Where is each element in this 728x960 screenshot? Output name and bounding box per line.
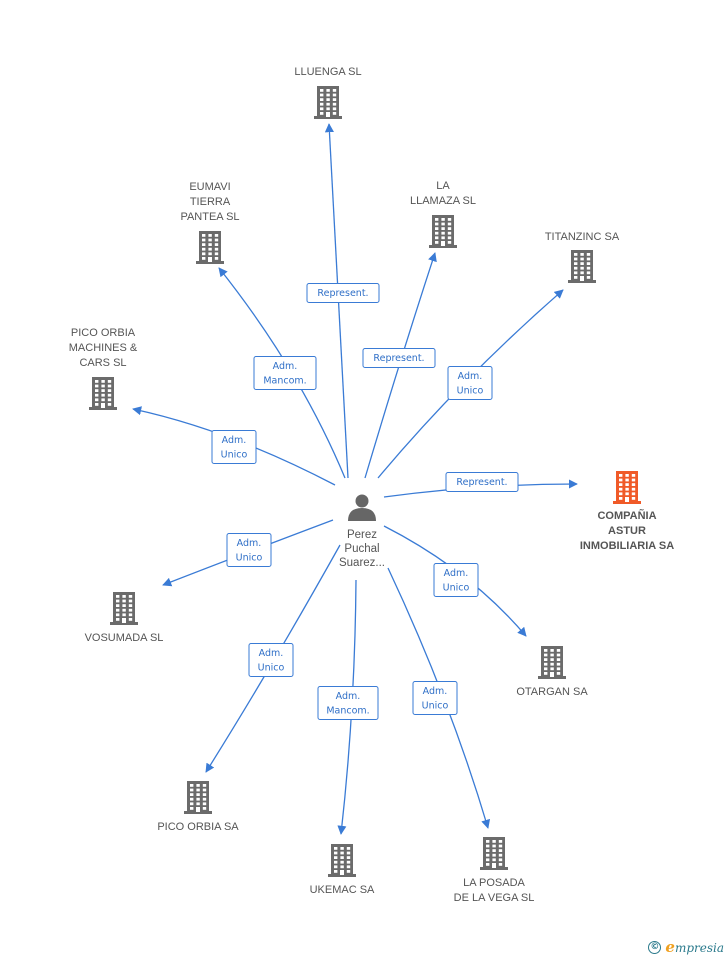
edges-layer: Represent. Adm. Mancom. Represent. Adm. Unico… bbox=[132, 123, 578, 835]
company-label-line: MACHINES & bbox=[69, 342, 138, 354]
company-label-line: COMPAÑIA bbox=[597, 509, 656, 522]
relation-edge-eumavi: Adm. Mancom. bbox=[218, 267, 346, 479]
relation-label-ukemac[interactable]: Adm. Mancom. bbox=[317, 686, 379, 720]
person-name-line: Suarez... bbox=[339, 557, 385, 569]
company-label-line: LLAMAZA SL bbox=[410, 195, 476, 207]
company-label-line: LA bbox=[436, 180, 450, 192]
company-node-otargan[interactable]: OTARGAN SA bbox=[516, 646, 588, 698]
building-icon[interactable] bbox=[568, 250, 596, 283]
relation-label-pico-orbia[interactable]: Adm. Unico bbox=[248, 643, 294, 677]
relation-label-la-llamaza[interactable]: Represent. bbox=[362, 348, 436, 368]
relation-label-line: Unico bbox=[422, 701, 449, 712]
relation-label-line: Unico bbox=[221, 450, 248, 461]
company-node-eumavi[interactable]: EUMAVI TIERRA PANTEA SL bbox=[180, 181, 240, 264]
company-label-line: LLUENGA SL bbox=[294, 66, 361, 78]
person-layer: PerezPuchalSuarez... bbox=[339, 494, 385, 570]
company-label-line: ASTUR bbox=[608, 525, 646, 537]
company-label-line: PANTEA SL bbox=[180, 211, 239, 223]
company-node-la-llamaza[interactable]: LA LLAMAZA SL bbox=[410, 180, 476, 248]
relation-label-line: Mancom. bbox=[326, 706, 369, 717]
person-name-line: Puchal bbox=[344, 543, 379, 555]
relation-edge-lluenga: Represent. bbox=[306, 123, 380, 479]
company-label-line: TITANZINC SA bbox=[545, 231, 620, 243]
company-label-line: UKEMAC SA bbox=[310, 884, 375, 896]
company-label-line: TIERRA bbox=[190, 196, 231, 208]
relation-edge-vosumada: Adm. Unico bbox=[162, 519, 334, 587]
building-icon[interactable] bbox=[538, 646, 566, 679]
person-node[interactable]: PerezPuchalSuarez... bbox=[339, 494, 385, 570]
company-label-line: OTARGAN SA bbox=[516, 686, 588, 698]
company-node-pico-orbia[interactable]: PICO ORBIA SA bbox=[157, 781, 239, 833]
relation-label-line: Adm. bbox=[444, 568, 469, 579]
relation-label-line: Adm. bbox=[458, 371, 483, 382]
building-icon[interactable] bbox=[328, 844, 356, 877]
company-label-line: VOSUMADA SL bbox=[85, 632, 164, 644]
relation-label-la-posada[interactable]: Adm. Unico bbox=[412, 681, 458, 715]
person-icon[interactable] bbox=[348, 494, 376, 522]
company-label-line: DE LA VEGA SL bbox=[454, 892, 535, 904]
relation-label-line: Adm. bbox=[273, 361, 298, 372]
company-node-titanzinc[interactable]: TITANZINC SA bbox=[545, 231, 620, 283]
relation-label-line: Represent. bbox=[373, 353, 424, 364]
copyright-icon: © bbox=[648, 940, 662, 954]
relation-edge-la-posada: Adm. Unico bbox=[387, 567, 491, 829]
building-icon[interactable] bbox=[89, 377, 117, 410]
company-node-pico-orbia-machines[interactable]: PICO ORBIA MACHINES & CARS SL bbox=[69, 327, 138, 410]
company-label-line: INMOBILIARIA SA bbox=[580, 540, 674, 552]
relation-label-line: Mancom. bbox=[263, 376, 306, 387]
brand-initial: e bbox=[665, 938, 675, 956]
relation-label-line: Adm. bbox=[237, 538, 262, 549]
company-node-compania-astur[interactable]: COMPAÑIA ASTUR INMOBILIARIA SA bbox=[580, 471, 674, 552]
relation-label-eumavi[interactable]: Adm. Mancom. bbox=[253, 356, 317, 390]
company-node-la-posada[interactable]: LA POSADA DE LA VEGA SL bbox=[454, 837, 535, 904]
relation-edge-la-llamaza: Represent. bbox=[362, 252, 437, 479]
company-label-line: LA POSADA bbox=[463, 877, 525, 889]
relation-edge-pico-orbia-machines: Adm. Unico bbox=[132, 406, 336, 486]
brand-rest: mpresia bbox=[674, 941, 724, 955]
relation-edge-ukemac: Adm. Mancom. bbox=[317, 579, 379, 835]
building-icon[interactable] bbox=[110, 592, 138, 625]
footer: © e mpresia bbox=[648, 938, 724, 956]
relation-label-titanzinc[interactable]: Adm. Unico bbox=[447, 366, 493, 400]
relation-label-line: Unico bbox=[236, 553, 263, 564]
building-icon[interactable] bbox=[613, 471, 641, 504]
relation-label-line: Unico bbox=[457, 386, 484, 397]
relation-edge-titanzinc: Adm. Unico bbox=[377, 289, 564, 479]
company-node-lluenga[interactable]: LLUENGA SL bbox=[294, 66, 362, 119]
person-name-line: Perez bbox=[347, 529, 377, 541]
nodes-layer: LLUENGA SL EUMAVI TIERRA PANTEA SL LA LLAMAZA… bbox=[69, 66, 674, 904]
relation-label-line: Unico bbox=[443, 583, 470, 594]
relation-label-pico-orbia-machines[interactable]: Adm. Unico bbox=[211, 430, 257, 464]
relation-label-line: Adm. bbox=[336, 691, 361, 702]
building-icon[interactable] bbox=[480, 837, 508, 870]
relation-edge-compania-astur: Represent. bbox=[383, 472, 578, 498]
relation-edge-pico-orbia: Adm. Unico bbox=[205, 544, 341, 773]
relation-label-line: Adm. bbox=[259, 648, 284, 659]
building-icon[interactable] bbox=[184, 781, 212, 814]
company-label-line: EUMAVI bbox=[189, 181, 230, 193]
relation-label-line: Unico bbox=[258, 663, 285, 674]
relation-label-lluenga[interactable]: Represent. bbox=[306, 283, 380, 303]
company-label-line: CARS SL bbox=[79, 357, 126, 369]
company-node-ukemac[interactable]: UKEMAC SA bbox=[310, 844, 375, 896]
relation-label-vosumada[interactable]: Adm. Unico bbox=[226, 533, 272, 567]
relation-label-line: Represent. bbox=[317, 288, 368, 299]
company-node-vosumada[interactable]: VOSUMADA SL bbox=[85, 592, 164, 644]
relation-label-otargan[interactable]: Adm. Unico bbox=[433, 563, 479, 597]
building-icon[interactable] bbox=[196, 231, 224, 264]
building-icon[interactable] bbox=[314, 86, 342, 119]
relation-label-line: Represent. bbox=[456, 477, 507, 488]
company-label-line: PICO ORBIA bbox=[71, 327, 136, 339]
relation-label-compania-astur[interactable]: Represent. bbox=[445, 472, 519, 492]
relation-edge-otargan: Adm. Unico bbox=[383, 525, 527, 637]
building-icon[interactable] bbox=[429, 215, 457, 248]
company-label-line: PICO ORBIA SA bbox=[157, 821, 239, 833]
relation-label-line: Adm. bbox=[423, 686, 448, 697]
empresia-logo[interactable]: e mpresia bbox=[665, 938, 724, 956]
relation-label-line: Adm. bbox=[222, 435, 247, 446]
